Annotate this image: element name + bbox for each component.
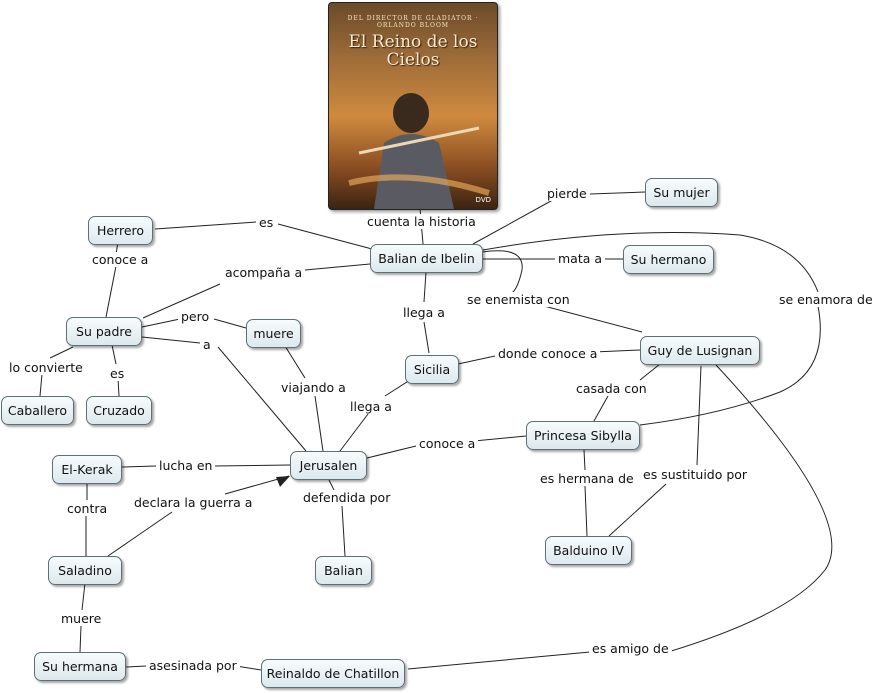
link-label-asesinada-por: asesinada por	[146, 658, 240, 673]
poster-tagline: DEL DIRECTOR DE GLADIATOR · ORLANDO BLOO…	[347, 15, 479, 29]
link-label-muere: muere	[58, 611, 105, 626]
concept-guy-de-lusignan[interactable]: Guy de Lusignan	[640, 336, 760, 365]
link-label-llega-a: llega a	[400, 305, 448, 320]
link-label-cuenta-la-historia: cuenta la historia	[364, 214, 479, 229]
concept-balian[interactable]: Balian	[315, 556, 372, 585]
link-label-declara-la-guerra-a: declara la guerra a	[131, 495, 256, 510]
link-label-casada-con: casada con	[573, 381, 650, 396]
link-label-conoce-a-2: conoce a	[416, 436, 479, 451]
poster-title: El Reino de los Cielos	[348, 32, 478, 70]
concept-sicilia[interactable]: Sicilia	[405, 355, 459, 384]
link-label-acompana-a: acompaña a	[222, 265, 306, 280]
concept-balduino-iv[interactable]: Balduino IV	[545, 536, 632, 565]
concept-reinaldo-de-chatillon[interactable]: Reinaldo de Chatillon	[261, 659, 405, 688]
link-label-lo-convierte: lo convierte	[6, 360, 86, 375]
concept-su-padre[interactable]: Su padre	[66, 317, 142, 346]
link-label-se-enemista-con: se enemista con	[464, 292, 573, 307]
concept-su-hermano[interactable]: Su hermano	[623, 245, 714, 274]
concept-jerusalen[interactable]: Jerusalen	[290, 451, 367, 480]
link-label-es-sustituido-por: es sustituido por	[640, 467, 751, 482]
concept-cruzado[interactable]: Cruzado	[86, 396, 152, 425]
concept-saladino[interactable]: Saladino	[48, 556, 122, 585]
link-label-defendida-por: defendida por	[300, 490, 394, 505]
concept-balian-de-ibelin[interactable]: Balian de Ibelin	[370, 244, 483, 273]
concept-su-hermana[interactable]: Su hermana	[34, 652, 126, 681]
concept-el-kerak[interactable]: El-Kerak	[52, 455, 122, 484]
link-label-contra: contra	[64, 501, 111, 516]
link-label-mata-a: mata a	[555, 251, 606, 266]
link-label-viajando-a: viajando a	[278, 380, 349, 395]
link-label-donde-conoce-a: donde conoce a	[495, 346, 601, 361]
knight-illustration	[348, 93, 490, 209]
link-label-llega-a-2: llega a	[347, 399, 395, 414]
link-label-conoce-a: conoce a	[89, 252, 152, 267]
link-label-es-cruzado: es	[107, 366, 128, 381]
dvd-badge: DVD	[475, 196, 491, 204]
link-label-pierde: pierde	[544, 186, 590, 201]
arrowhead	[276, 476, 290, 487]
link-label-a: a	[200, 337, 214, 352]
link-label-es-hermana-de: es hermana de	[537, 471, 637, 486]
link-label-es-amigo-de: es amigo de	[589, 641, 672, 656]
concept-herrero[interactable]: Herrero	[88, 216, 153, 245]
movie-poster-image: DEL DIRECTOR DE GLADIATOR · ORLANDO BLOO…	[328, 2, 498, 210]
concept-su-mujer[interactable]: Su mujer	[645, 178, 718, 207]
link-label-lucha-en: lucha en	[156, 458, 216, 473]
concept-caballero[interactable]: Caballero	[1, 396, 74, 425]
link-label-pero: pero	[178, 309, 213, 324]
concept-muere[interactable]: muere	[246, 319, 301, 348]
link-label-es: es	[256, 215, 277, 230]
concept-princesa-sibylla[interactable]: Princesa Sibylla	[526, 421, 640, 450]
link-label-se-enamora-de: se enamora de	[776, 292, 872, 307]
